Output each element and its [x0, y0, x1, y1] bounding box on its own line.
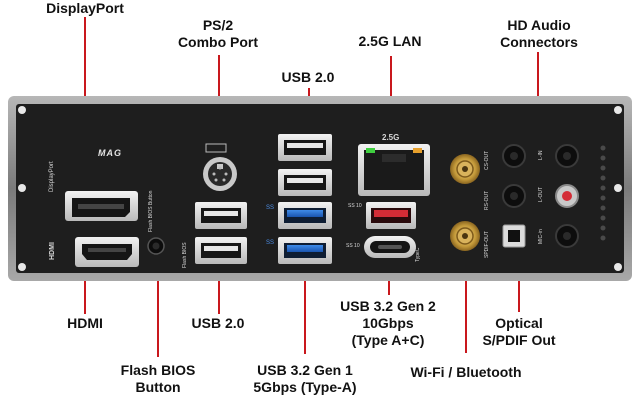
- audio-cs-out-label: CS-OUT: [484, 150, 490, 170]
- displayport-silk-label: DisplayPort: [49, 161, 55, 192]
- label-hd-audio-line2: Connectors: [500, 34, 578, 50]
- io-shield: [8, 96, 632, 281]
- label-usb20-bottom-text: USB 2.0: [191, 315, 245, 331]
- label-ps2-line2: Combo Port: [177, 34, 259, 50]
- usb20-port-top-1: [278, 134, 332, 161]
- label-usb20-top-text: USB 2.0: [281, 69, 335, 85]
- ps2-port: [203, 143, 237, 191]
- usb32-gen2-type-c-port: [364, 236, 416, 258]
- wifi-antenna-connector-1: [450, 154, 480, 184]
- leader-wifi: [465, 258, 467, 353]
- label-hd-audio: HD Audio Connectors: [480, 17, 598, 51]
- audio-jack-cs-out: [502, 144, 526, 168]
- audio-jack-mic-in: [555, 224, 579, 248]
- label-usb32g1: USB 3.2 Gen 1 5Gbps (Type-A): [240, 362, 370, 396]
- usb32-gen1-port-2: [278, 237, 332, 264]
- leader-usb20-bottom: [218, 262, 220, 314]
- leader-optical: [518, 252, 520, 312]
- label-usb32g1-line1: USB 3.2 Gen 1: [257, 362, 353, 378]
- label-flash-bios: Flash BIOS Button: [108, 362, 208, 396]
- type-c-silk-label: TypeC: [415, 247, 421, 262]
- ss-silk-label-1: SS: [266, 205, 275, 211]
- ss-silk-label-2: SS: [266, 240, 275, 246]
- audio-line-in-label: L-IN: [538, 150, 544, 160]
- label-flash-bios-line2: Button: [135, 379, 181, 395]
- label-ps2-line1: PS/2: [202, 17, 234, 33]
- optical-spdif-port: [502, 224, 526, 248]
- flash-bios-button: [147, 237, 165, 255]
- label-usb20-top: USB 2.0: [268, 69, 348, 86]
- usb20-port-left-bottom: [195, 237, 247, 264]
- usb20-port-left-top: [195, 202, 247, 229]
- usb20-port-top-2: [278, 169, 332, 196]
- label-ps2: PS/2 Combo Port: [168, 17, 268, 51]
- displayport-port: [65, 191, 138, 221]
- brand-logo: MAG: [98, 148, 122, 158]
- audio-rs-out-label: RS-OUT: [484, 190, 490, 210]
- label-displayport-text: DisplayPort: [46, 0, 124, 16]
- usb32-gen1-port-1: [278, 202, 332, 229]
- leader-usb32g1: [304, 232, 306, 354]
- label-hdmi: HDMI: [55, 315, 115, 332]
- flash-bios-silk-label: Flash BIOS: [182, 242, 188, 268]
- label-hdmi-text: HDMI: [67, 315, 103, 331]
- leader-flash-bios: [157, 243, 159, 357]
- audio-line-out-label: L-OUT: [538, 187, 544, 202]
- label-usb32g2-line2: 10Gbps: [362, 315, 414, 331]
- hdmi-silk-logo: HDMI: [49, 242, 56, 260]
- lan-port: [358, 144, 430, 196]
- audio-mic-in-label: MIC-in: [538, 229, 544, 244]
- label-displayport: DisplayPort: [40, 0, 130, 17]
- label-hd-audio-line1: HD Audio: [507, 17, 571, 33]
- label-optical: Optical S/PDIF Out: [464, 315, 574, 349]
- label-usb32g2-line1: USB 3.2 Gen 2: [340, 298, 436, 314]
- label-lan-text: 2.5G LAN: [358, 33, 422, 49]
- label-flash-bios-line1: Flash BIOS: [120, 362, 196, 378]
- audio-jack-line-out: [555, 184, 579, 208]
- usb32-gen2-type-a-port: [366, 202, 416, 229]
- label-usb32g2: USB 3.2 Gen 2 10Gbps (Type A+C): [326, 298, 450, 349]
- audio-jack-line-in: [555, 144, 579, 168]
- hdmi-port: [75, 237, 139, 267]
- ss10-silk-label-2: SS 10: [346, 243, 360, 249]
- leader-hdmi: [84, 262, 86, 314]
- wifi-antenna-connector-2: [450, 221, 480, 251]
- flash-bios-button-silk-label: Flash BIOS Button: [148, 190, 154, 232]
- audio-spdif-out-label: SPDIF-OUT: [484, 231, 490, 258]
- label-lan: 2.5G LAN: [345, 33, 435, 50]
- ss10-silk-label-1: SS 10: [348, 203, 362, 209]
- label-usb32g2-line3: (Type A+C): [351, 332, 425, 348]
- label-wifi: Wi-Fi / Bluetooth: [394, 364, 538, 381]
- label-usb32g1-line2: 5Gbps (Type-A): [253, 379, 357, 395]
- mounting-holes: [18, 106, 622, 271]
- label-optical-line1: Optical: [495, 315, 543, 331]
- label-optical-line2: S/PDIF Out: [482, 332, 556, 348]
- label-usb20-bottom: USB 2.0: [178, 315, 258, 332]
- audio-jack-rs-out: [502, 184, 526, 208]
- label-wifi-text: Wi-Fi / Bluetooth: [410, 364, 522, 380]
- vent-holes: [600, 145, 606, 241]
- lan-speed-silk-label: 2.5G: [382, 133, 400, 142]
